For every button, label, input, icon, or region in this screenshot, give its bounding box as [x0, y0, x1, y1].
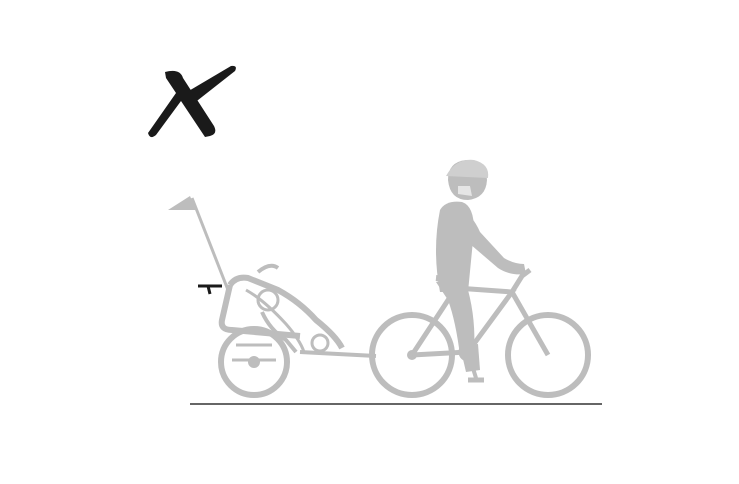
x-cross-icon [148, 66, 236, 137]
bicycle [372, 270, 588, 395]
trailer-flag [168, 196, 228, 290]
child-trailer [168, 196, 376, 395]
trailer-handle [198, 286, 222, 294]
